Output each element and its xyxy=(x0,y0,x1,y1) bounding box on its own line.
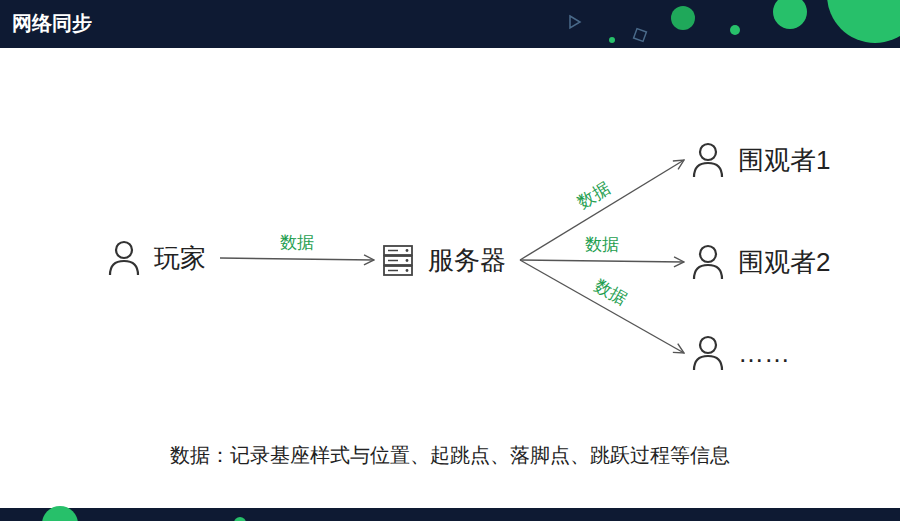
person-body xyxy=(110,261,138,275)
person-body xyxy=(694,163,722,177)
node-label: 围观者2 xyxy=(738,246,830,278)
server-led xyxy=(406,269,409,272)
edge-label: 数据 xyxy=(588,274,633,311)
person-head xyxy=(700,144,716,160)
person-head xyxy=(700,246,716,262)
slide-title: 网络同步 xyxy=(12,10,92,36)
actor-node: 玩家 xyxy=(100,235,212,281)
decor-circle xyxy=(827,0,900,43)
person-head xyxy=(116,242,132,258)
decor-triangle xyxy=(570,16,580,28)
decor-circle xyxy=(234,517,246,521)
footer-bar xyxy=(0,508,900,521)
decor-circle xyxy=(609,37,615,43)
actor-node: 围观者1 xyxy=(684,137,836,183)
arrow-connector xyxy=(220,258,374,260)
header-bar xyxy=(0,0,900,48)
node-label: 玩家 xyxy=(154,242,206,274)
server-icon xyxy=(380,241,416,279)
server-led xyxy=(406,249,409,252)
decor-circle xyxy=(42,506,78,521)
server-node: 服务器 xyxy=(374,237,512,283)
server-slot xyxy=(384,266,412,275)
server-led xyxy=(406,259,409,262)
arrow-connector xyxy=(520,160,684,260)
arrow-connector xyxy=(520,260,684,262)
edge-label: 数据 xyxy=(277,233,317,254)
person-head xyxy=(700,337,716,353)
node-label: …… xyxy=(738,337,790,369)
person-icon xyxy=(106,239,142,277)
edge-label: 数据 xyxy=(571,177,616,215)
person-icon xyxy=(690,243,726,281)
node-label: 服务器 xyxy=(428,244,506,276)
arrow-connector xyxy=(520,260,684,353)
edge-label: 数据 xyxy=(582,235,622,255)
decor-circle xyxy=(671,6,695,30)
decor-circle xyxy=(730,25,740,35)
person-body xyxy=(694,265,722,279)
person-icon xyxy=(690,334,726,372)
decor-circle xyxy=(773,0,807,29)
node-label: 围观者1 xyxy=(738,144,830,176)
server-slot xyxy=(384,246,412,255)
server-slot xyxy=(384,256,412,265)
caption-text: 数据：记录基座样式与位置、起跳点、落脚点、跳跃过程等信息 xyxy=(0,442,900,468)
actor-node: …… xyxy=(684,330,796,376)
decor-square xyxy=(634,29,647,42)
server-slot-line xyxy=(388,270,398,272)
server-slot-line xyxy=(388,260,398,262)
actor-node: 围观者2 xyxy=(684,239,836,285)
person-icon xyxy=(690,141,726,179)
server-slot-line xyxy=(388,250,398,252)
person-body xyxy=(694,356,722,370)
